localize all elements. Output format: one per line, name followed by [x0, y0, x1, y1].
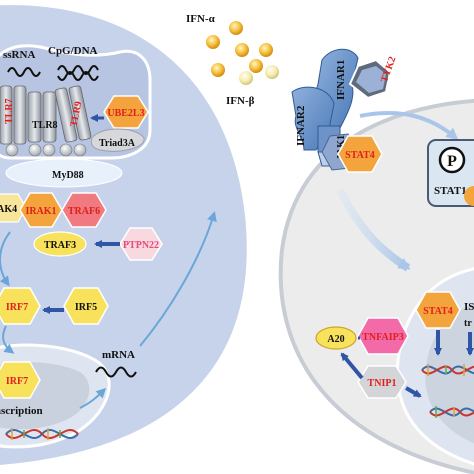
- myd88-label: MyD88: [52, 170, 84, 181]
- tlr7-receptor: [0, 85, 27, 157]
- irak4-label: IRAK4: [0, 204, 17, 215]
- tlr7-label: TLR7: [4, 98, 15, 124]
- irf7-to-nucleus-flow-arrow: [2, 325, 15, 354]
- isre-sub-label: tr: [464, 318, 472, 329]
- stat4-nucleus-hexagon: [415, 291, 461, 329]
- transcription-label: Transcription: [0, 405, 43, 417]
- nucleus-to-mrna-flow-arrow: [79, 387, 107, 409]
- irf7-upper-hexagon: [0, 287, 41, 325]
- tnfaip3-label: TNFAIP3: [362, 332, 403, 343]
- traf6-label: TRAF6: [68, 206, 100, 217]
- stat1-label: STAT1: [434, 185, 467, 197]
- tyk2-label: TYK2: [379, 55, 398, 84]
- cpg-dna-strand-icon-2: [57, 71, 99, 81]
- ifn-alpha-label: IFN-α: [186, 13, 216, 25]
- a20-ellipse: [315, 326, 357, 350]
- a20-label: A20: [327, 334, 344, 345]
- ube2l3-hexagon: [103, 95, 149, 129]
- ifn-beta-molecules: [239, 65, 279, 85]
- mrna-strand-icon: [95, 366, 137, 378]
- dna-helix-left-icon: [5, 428, 79, 440]
- isre-label: ISRE: [464, 301, 474, 313]
- irf5-hexagon: [63, 287, 109, 325]
- irak1-label: IRAK1: [25, 206, 56, 217]
- traf6-hexagon: [61, 192, 107, 228]
- tlr8-label: TLR8: [32, 120, 58, 131]
- ifnar2-label: IFNAR2: [295, 105, 307, 146]
- ube2l3-label: UBE2L3: [107, 108, 144, 119]
- tlr9-receptor: [54, 85, 92, 157]
- tlr8-receptor: [27, 91, 57, 157]
- tyk2-hexagon-inner: [356, 66, 386, 93]
- tnip1-hexagon: [357, 365, 407, 399]
- tnip1-to-dna-arrow: [405, 386, 422, 398]
- tlr9-label: TLR9: [68, 100, 84, 127]
- traf3-ellipse: [33, 231, 87, 257]
- cpg-dna-label: CpG/DNA: [48, 45, 98, 57]
- tnfaip3-hexagon: [357, 317, 409, 355]
- cytoplasm-to-nucleus-arrow: [336, 188, 411, 272]
- dna-helix-right-lower-icon: [429, 406, 474, 418]
- ssrna-label: ssRNA: [3, 49, 35, 61]
- phospho-circle: [438, 146, 466, 174]
- tnip1-label: TNIP1: [368, 378, 397, 389]
- dna-helix-right-icon: [421, 364, 474, 376]
- mrna-label: mRNA: [102, 349, 135, 361]
- ptpn22-hexagon: [119, 227, 163, 261]
- triad3a-label: Triad3A: [99, 138, 136, 149]
- triad3a-shape: [90, 128, 145, 152]
- stat4-nucleus-label: STAT4: [423, 306, 453, 317]
- ifnar-to-stat1-arrow: [359, 110, 459, 140]
- myd88-ellipse: [5, 158, 123, 188]
- stat4-membrane-label: STAT4: [345, 150, 375, 161]
- ssrna-strand-icon: [7, 67, 41, 77]
- myd88-to-irf7-flow-arrow: [0, 231, 11, 287]
- mrna-to-membrane-flow-arrow: [139, 211, 217, 347]
- phospho-label: P: [447, 153, 457, 170]
- irf7-upper-label: IRF7: [6, 302, 28, 313]
- ifnar1-label: IFNAR1: [335, 60, 347, 100]
- stat4-membrane-hexagon: [337, 135, 383, 173]
- stat-partner-shape: [464, 186, 474, 206]
- irf7-lower-label: IRF7: [6, 376, 28, 387]
- ifn-beta-label: IFN-β: [226, 95, 255, 107]
- irf7-lower-hexagon: [0, 361, 41, 399]
- traf3-label: TRAF3: [44, 240, 76, 251]
- ptpn22-label: PTPN22: [123, 240, 159, 251]
- tnip1-to-a20-arrow: [340, 352, 364, 380]
- irf5-label: IRF5: [75, 302, 97, 313]
- cpg-dna-strand-icon: [57, 65, 99, 75]
- ifn-alpha-molecules: [206, 21, 273, 77]
